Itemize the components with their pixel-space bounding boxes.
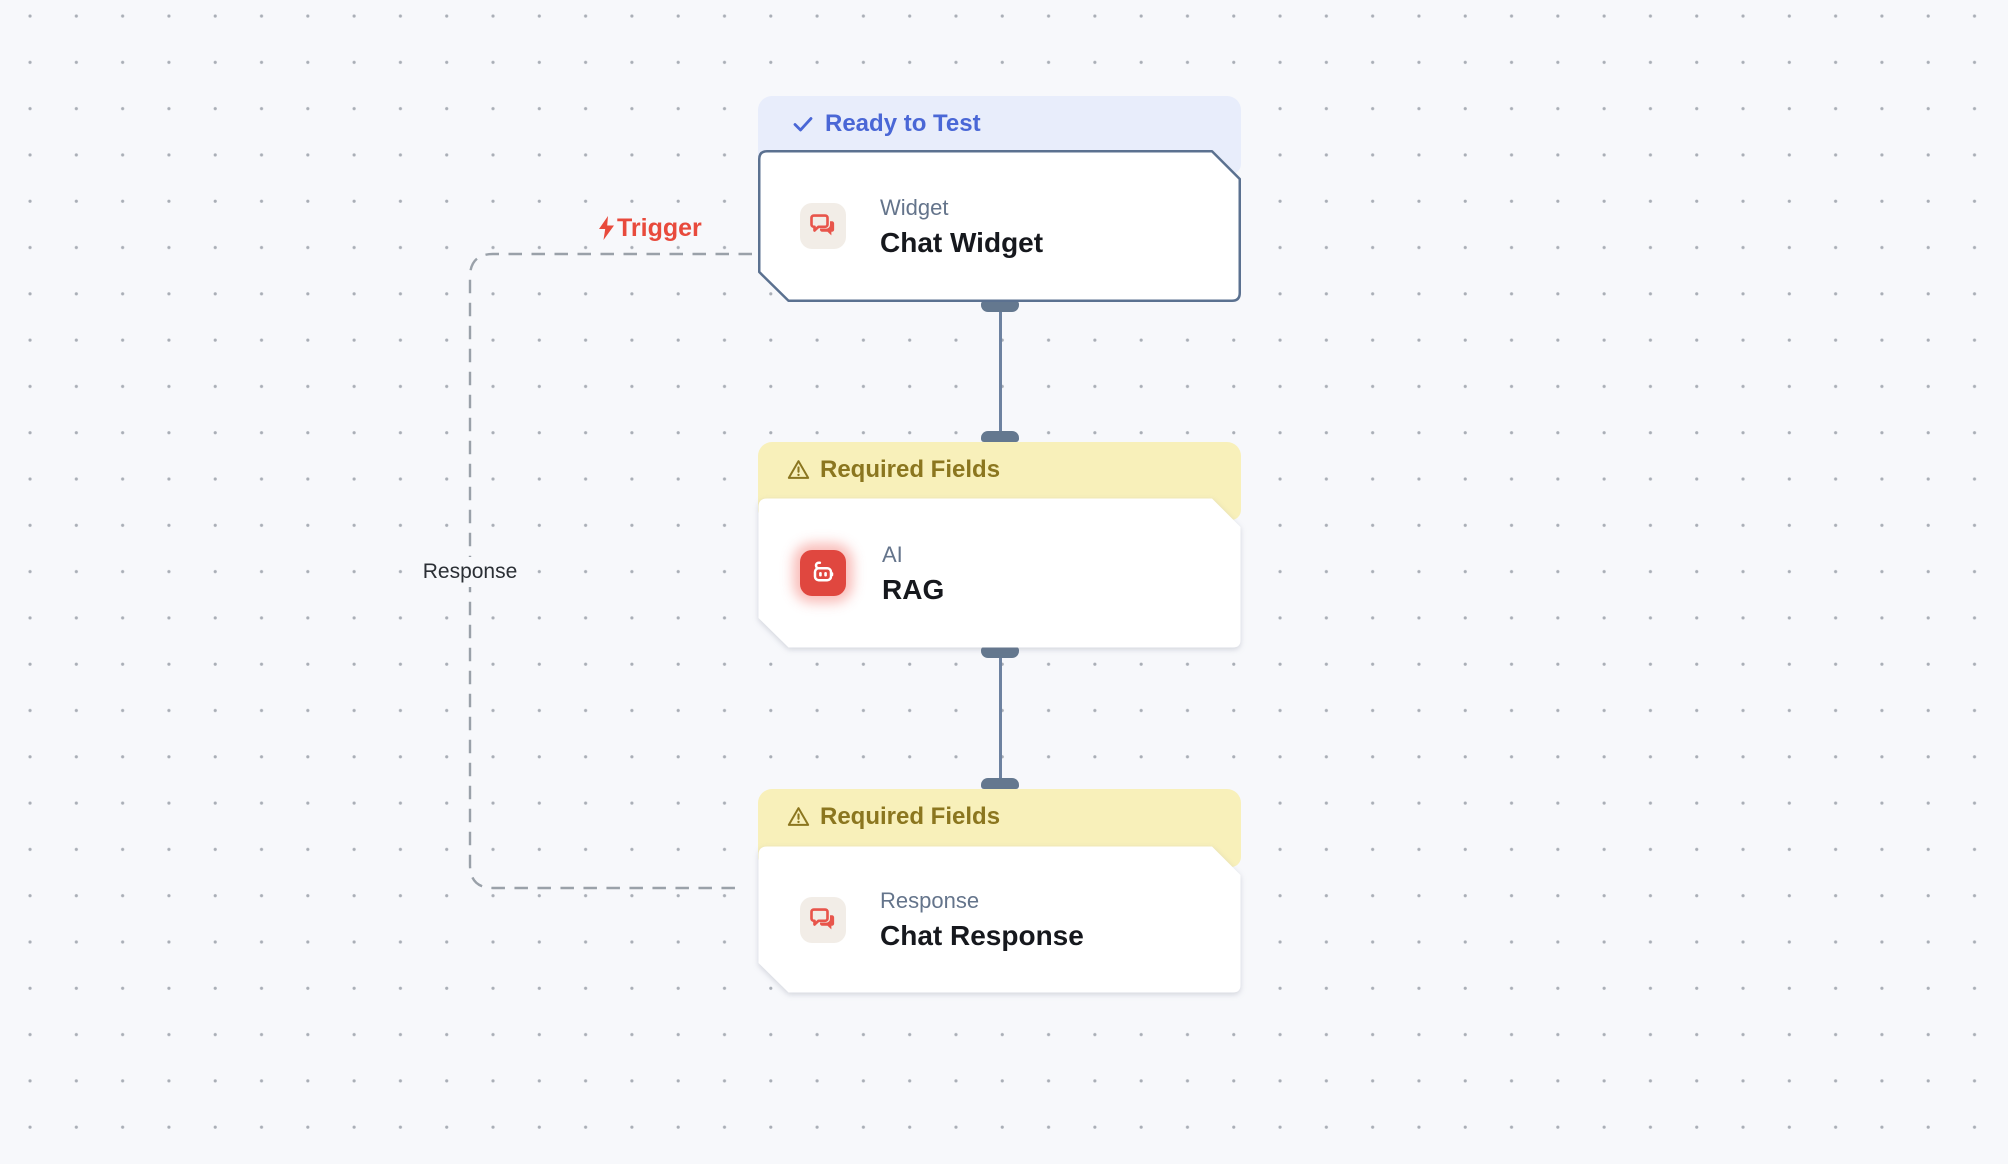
lightning-bolt-icon	[599, 216, 614, 240]
output-port-chat-widget[interactable]	[981, 301, 1019, 312]
node-chat-response[interactable]: Required Fields Response Chat Response	[758, 789, 1241, 993]
trigger-label: Trigger	[597, 212, 702, 244]
node-card-shape	[758, 846, 1241, 993]
node-category: Response	[880, 888, 980, 913]
node-title: RAG	[882, 573, 945, 605]
chat-bubbles-icon	[800, 896, 846, 943]
response-edge-label: Response	[414, 557, 526, 587]
robot-icon	[800, 550, 846, 596]
connector-line-1	[998, 303, 1002, 442]
node-card-shape	[758, 498, 1241, 648]
node-chat-widget[interactable]: Ready to Test Widget Chat Widget	[758, 96, 1241, 302]
input-port-rag[interactable]	[981, 431, 1019, 442]
check-icon	[793, 116, 813, 131]
warning-icon	[787, 460, 810, 479]
connector-line-2	[998, 649, 1002, 789]
node-category: AI	[882, 541, 903, 567]
node-category: Widget	[880, 194, 949, 220]
node-card-outline	[758, 150, 1241, 302]
node-title: Chat Response	[880, 920, 1084, 951]
status-badge-label: Required Fields	[820, 802, 1001, 830]
input-port-chat-response[interactable]	[981, 778, 1019, 789]
status-badge-label: Required Fields	[820, 455, 1001, 483]
warning-icon	[787, 807, 810, 826]
trigger-label-text: Trigger	[617, 214, 702, 242]
output-port-rag[interactable]	[981, 647, 1019, 658]
chat-bubbles-icon	[800, 203, 846, 249]
node-rag[interactable]: Required Fields AI	[758, 442, 1241, 648]
status-badge-label: Ready to Test	[825, 109, 981, 137]
node-title: Chat Widget	[880, 226, 1044, 258]
